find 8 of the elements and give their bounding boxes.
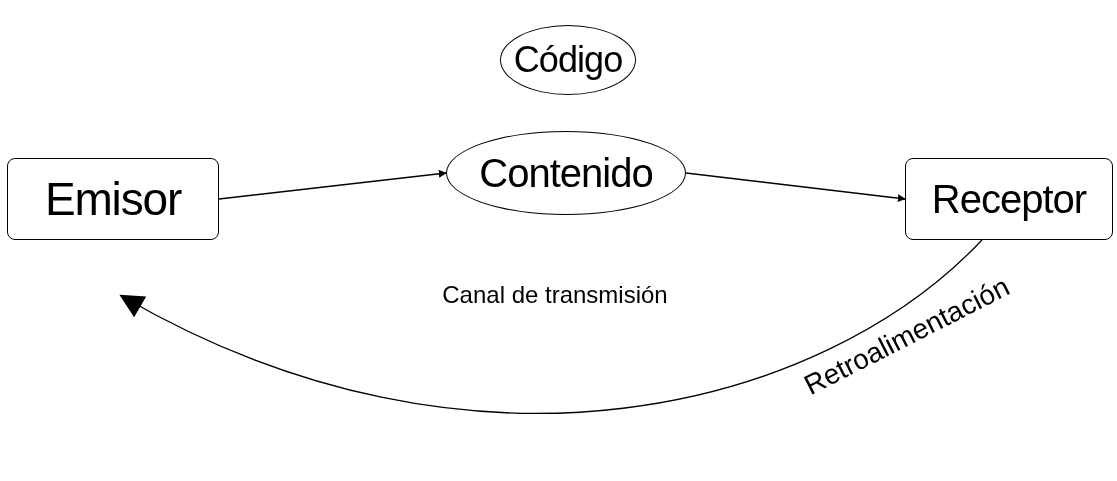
ellipse-node: Código [500, 25, 636, 95]
arrow [218, 169, 447, 200]
rounded-box: Emisor [7, 158, 219, 240]
ellipse-node: Contenido [446, 131, 686, 215]
arrow [119, 239, 983, 414]
rounded-box: Receptor [905, 158, 1113, 240]
caption-text: Canal de transmisión [441, 283, 669, 307]
arrow [685, 172, 906, 203]
